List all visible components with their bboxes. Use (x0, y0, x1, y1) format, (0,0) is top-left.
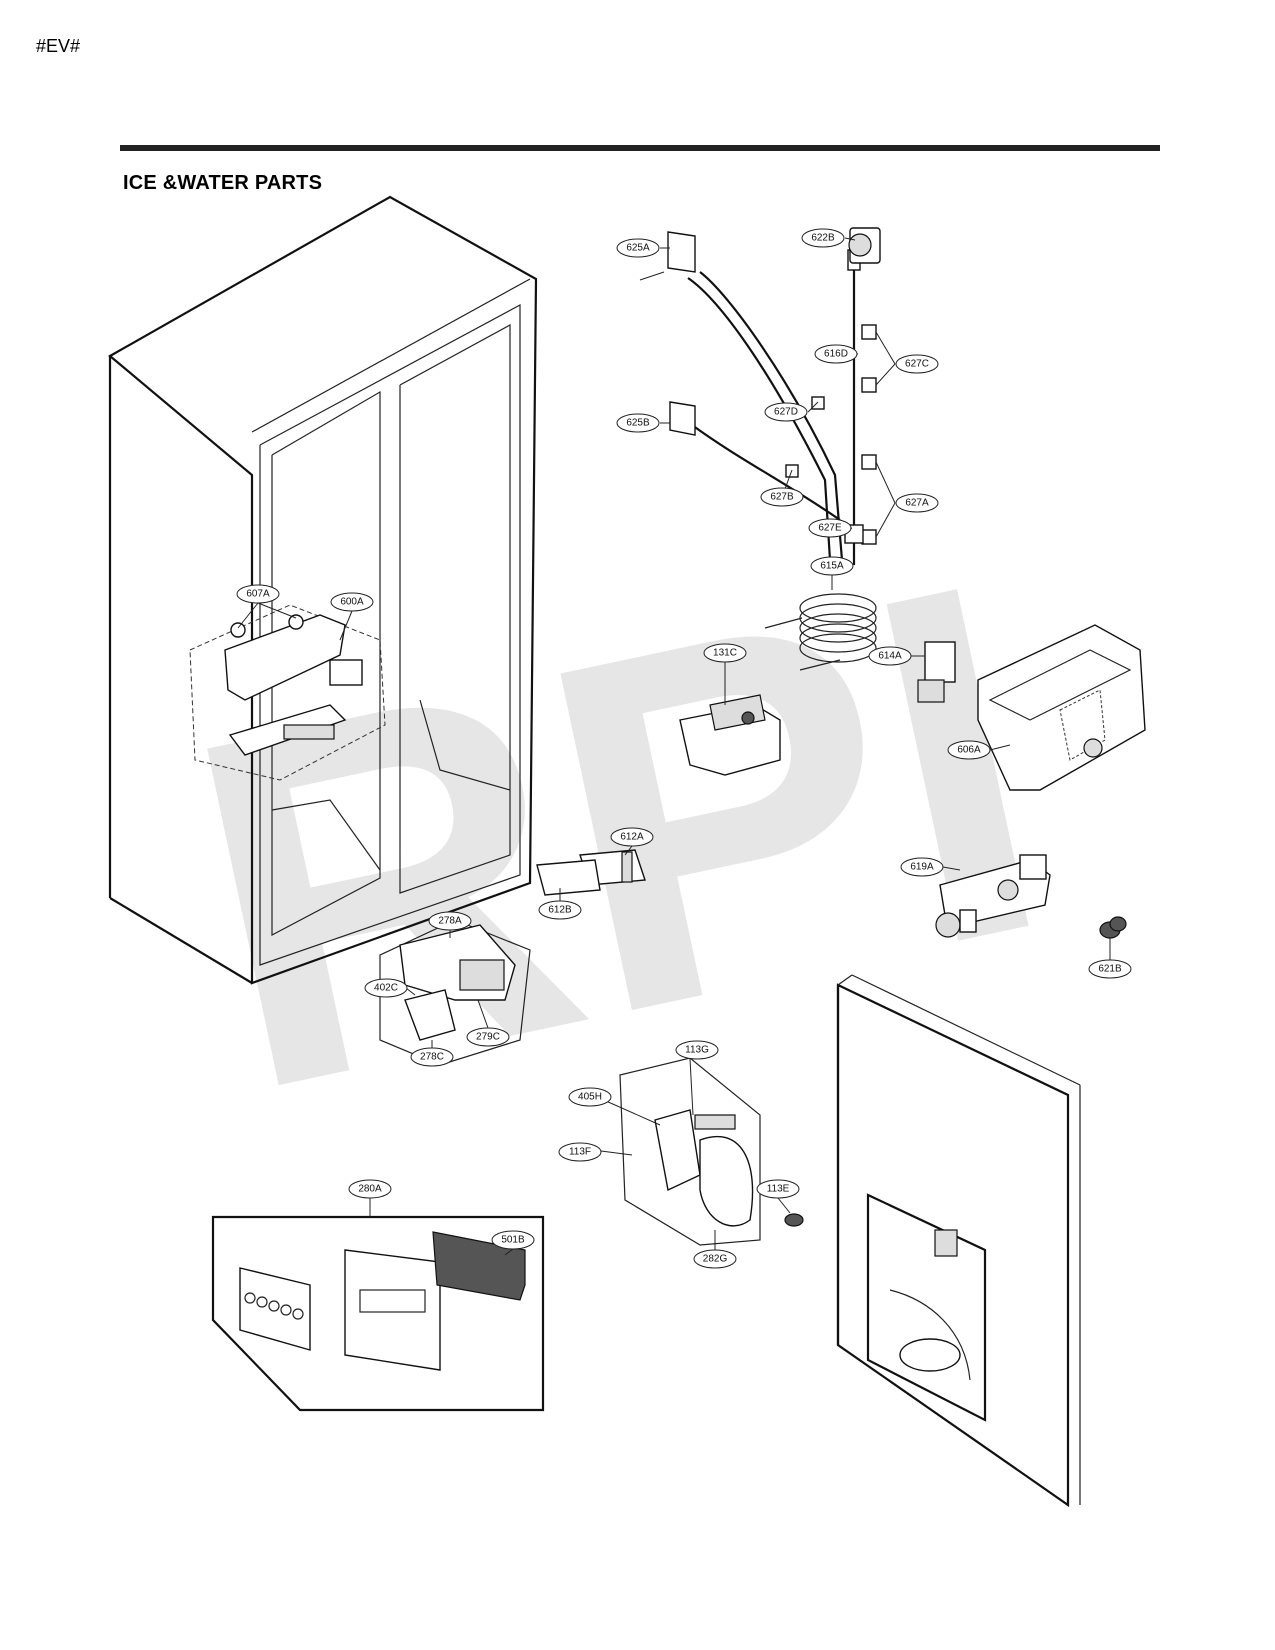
callout-405H: 405H (568, 1087, 612, 1107)
callout-402C: 402C (364, 978, 408, 998)
callout-113F: 113F (558, 1142, 602, 1162)
callout-616D: 616D (814, 344, 858, 364)
callout-612B: 612B (538, 900, 582, 920)
leader-lines (237, 237, 1111, 1256)
part-606A-housing (977, 624, 1146, 791)
svg-text:627B: 627B (770, 492, 794, 503)
svg-text:131C: 131C (713, 648, 737, 659)
part-131C (679, 694, 781, 776)
svg-text:612A: 612A (620, 832, 644, 843)
svg-text:278A: 278A (438, 916, 462, 927)
callout-625A: 625A (616, 238, 660, 258)
callout-619A: 619A (900, 857, 944, 877)
svg-text:612B: 612B (548, 905, 572, 916)
part-615A-tubing-coil (764, 593, 877, 671)
callout-622B: 622B (801, 228, 845, 248)
svg-text:625B: 625B (626, 418, 650, 429)
callout-278C: 278C (410, 1047, 454, 1067)
callout-612A: 612A (610, 827, 654, 847)
svg-text:627D: 627D (774, 407, 798, 418)
svg-text:113E: 113E (767, 1184, 790, 1195)
part-113E-spring (784, 1213, 804, 1227)
svg-text:606A: 606A (957, 745, 981, 756)
svg-text:622B: 622B (811, 233, 835, 244)
callout-113E: 113E (756, 1179, 800, 1199)
svg-text:625A: 625A (626, 243, 650, 254)
callout-600A: 600A (330, 592, 374, 612)
svg-text:607A: 607A (246, 589, 270, 600)
page-header-code: #EV# (36, 36, 81, 56)
part-625B (669, 401, 696, 436)
callout-615A: 615A (810, 556, 854, 576)
svg-text:501B: 501B (501, 1235, 525, 1246)
svg-text:621B: 621B (1098, 964, 1122, 975)
svg-text:113G: 113G (685, 1045, 709, 1056)
header-rule (120, 145, 1160, 151)
svg-text:627A: 627A (905, 498, 929, 509)
part-280A-control-panel-group (211, 1215, 545, 1412)
part-625A (639, 231, 696, 281)
callout-625B: 625B (616, 413, 660, 433)
freezer-door (836, 974, 1081, 1508)
svg-text:616D: 616D (824, 349, 848, 360)
callout-606A: 606A (947, 740, 991, 760)
svg-text:405H: 405H (578, 1092, 602, 1103)
callout-278A: 278A (428, 911, 472, 931)
svg-text:627E: 627E (818, 523, 842, 534)
callout-131C: 131C (703, 643, 747, 663)
callout-279C: 279C (466, 1027, 510, 1047)
part-113G-group (619, 1057, 761, 1246)
part-612B (536, 859, 601, 896)
callout-280A: 280A (348, 1179, 392, 1199)
tubing-clips (785, 324, 877, 545)
callout-627A: 627A (895, 493, 939, 513)
svg-text:627C: 627C (905, 359, 929, 370)
callout-627D: 627D (764, 402, 808, 422)
svg-text:280A: 280A (358, 1184, 382, 1195)
svg-text:279C: 279C (476, 1032, 500, 1043)
callout-614A: 614A (868, 646, 912, 666)
part-614A-solenoid (917, 641, 956, 703)
svg-text:600A: 600A (340, 597, 364, 608)
svg-text:282G: 282G (703, 1254, 728, 1265)
part-621B-fitting (1099, 916, 1127, 939)
callout-627E: 627E (808, 518, 852, 538)
callout-282G: 282G (693, 1249, 737, 1269)
callout-621B: 621B (1088, 959, 1132, 979)
callout-607A: 607A (236, 584, 280, 604)
refrigerator-cabinet (108, 195, 538, 985)
section-title: ICE &WATER PARTS (123, 172, 323, 194)
callout-627C: 627C (895, 354, 939, 374)
svg-text:615A: 615A (820, 561, 844, 572)
callout-113G: 113G (675, 1040, 719, 1060)
svg-text:278C: 278C (420, 1052, 444, 1063)
svg-text:614A: 614A (878, 651, 902, 662)
callout-501B: 501B (491, 1230, 535, 1250)
svg-text:402C: 402C (374, 983, 398, 994)
svg-text:619A: 619A (910, 862, 934, 873)
svg-text:113F: 113F (569, 1147, 591, 1158)
part-622B (848, 227, 881, 264)
callout-627B: 627B (760, 487, 804, 507)
part-619A-water-valve (935, 854, 1051, 938)
dispenser-assembly-600A (189, 604, 386, 781)
